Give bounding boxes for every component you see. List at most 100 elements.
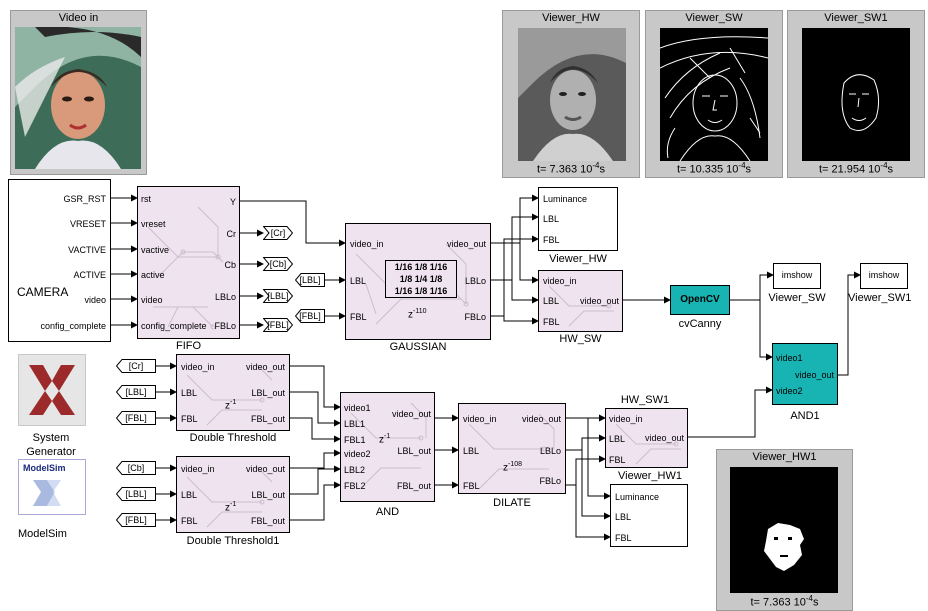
goto-tag-fbl[interactable]: [FBL] (263, 318, 293, 332)
portrait-color-image (15, 27, 141, 169)
viewer-hw-title: Viewer_HW (503, 12, 639, 24)
opencv-block[interactable]: OpenCV (670, 285, 730, 315)
hw-sw-block[interactable]: video_in LBL FBL video_out (538, 270, 623, 332)
dilate-label: DILATE (458, 497, 566, 509)
dt2-delay: z-1 (225, 501, 236, 513)
camera-port-config-complete: config_complete (40, 321, 106, 331)
viewer-sw-time: t= 10.335 10-4s (646, 161, 782, 176)
from-tag-lbl-dt1[interactable]: [LBL] (116, 385, 156, 399)
double-threshold1-label: Double Threshold1 (166, 535, 300, 547)
double-threshold-block[interactable]: video_in LBL FBL video_out LBL_out FBL_o… (176, 354, 290, 431)
and1-in-video1: video1 (776, 353, 803, 363)
camera-port-video: video (84, 295, 106, 305)
camera-port-vreset: VRESET (70, 219, 106, 229)
fifo-label: FIFO (137, 340, 240, 352)
viewer-hw1-port-fbl: FBL (615, 533, 632, 543)
and-in-lbl1: LBL1 (344, 419, 365, 429)
video-in-viewer: Video in (10, 10, 147, 175)
modelsim-icon-text: ModelSim (23, 463, 66, 473)
gaussian-out-lblo: LBLo (465, 276, 486, 286)
from-tag-fbl-dt2[interactable]: [FBL] (116, 513, 156, 527)
hw-sw1-in-lbl: LBL (609, 434, 625, 444)
hw-sw-in-fbl: FBL (543, 317, 560, 327)
dt2-out-video: video_out (246, 464, 285, 474)
dt2-in-lbl: LBL (181, 490, 197, 500)
gaussian-block[interactable]: video_in LBL FBL video_out LBLo FBLo 1/1… (345, 223, 491, 340)
imshow-sw-block[interactable]: imshow (773, 263, 821, 289)
modelsim-logo-icon (29, 476, 69, 510)
viewer-sw1-title: Viewer_SW1 (788, 12, 924, 24)
and1-out-video: video_out (795, 370, 834, 380)
opencv-text: OpenCV (671, 294, 729, 305)
goto-tag-cb[interactable]: [Cb] (263, 257, 293, 271)
xilinx-logo-icon (19, 355, 85, 425)
from-tag-cb[interactable]: [Cb] (116, 461, 156, 475)
dilate-delay: z-108 (503, 461, 522, 473)
modelsim-block[interactable]: ModelSim (18, 459, 86, 515)
viewer-hw1-port-luminance: Luminance (615, 492, 659, 502)
from-tag-fbl-dt1[interactable]: [FBL] (116, 411, 156, 425)
hw-sw-label: HW_SW (538, 333, 623, 345)
dilate-out-lblo: LBLo (540, 446, 561, 456)
viewer-hw1-title: Viewer_HW1 (717, 451, 852, 463)
imshow-sw1-label: Viewer_SW1 (848, 292, 928, 304)
fifo-block[interactable]: rst vreset vactive active video config_c… (137, 186, 240, 339)
and1-in-video2: video2 (776, 386, 803, 396)
dt1-out-lbl: LBL_out (251, 388, 285, 398)
dilate-in-fbl: FBL (463, 481, 480, 491)
system-generator-block[interactable] (18, 354, 86, 426)
dt2-in-fbl: FBL (181, 516, 198, 526)
and-in-video1: video1 (344, 403, 371, 413)
face-edge-image (802, 28, 910, 161)
dt2-in-video: video_in (181, 464, 215, 474)
viewer-hw-block[interactable]: Luminance LBL FBL (538, 187, 618, 251)
camera-port-gsr-rst: GSR_RST (63, 194, 106, 204)
dt2-out-fbl: FBL_out (251, 516, 285, 526)
gaussian-delay: z-110 (408, 308, 427, 320)
viewer-hw1-time: t= 7.363 10-4s (717, 594, 852, 609)
fifo-in-vreset: vreset (141, 219, 166, 229)
from-tag-lbl-dt2[interactable]: [LBL] (116, 487, 156, 501)
camera-port-active: ACTIVE (73, 270, 106, 280)
camera-block[interactable]: GSR_RST VRESET VACTIVE ACTIVE video conf… (8, 179, 111, 342)
viewer-sw-window: Viewer_SW t= 10.335 10-4s (645, 10, 783, 178)
dt2-out-lbl: LBL_out (251, 490, 285, 500)
from-tag-lbl[interactable]: [LBL] (295, 273, 325, 287)
dilate-block[interactable]: video_in LBL FBL video_out LBLo FBLo z-1… (458, 403, 566, 494)
goto-tag-cr[interactable]: [Cr] (263, 226, 293, 240)
hw-sw1-block[interactable]: video_in LBL FBL video_out (605, 408, 688, 468)
edge-map-image (660, 28, 768, 161)
dt1-out-fbl: FBL_out (251, 414, 285, 424)
from-tag-cr[interactable]: [Cr] (116, 359, 156, 373)
gaussian-in-video: video_in (350, 239, 384, 249)
fifo-in-config-complete: config_complete (141, 321, 207, 331)
fifo-out-lblo: LBLo (215, 292, 236, 302)
and-label: AND (340, 506, 435, 518)
fifo-in-rst: rst (141, 194, 151, 204)
viewer-hw-time: t= 7.363 10-4s (503, 161, 639, 176)
camera-port-vactive: VACTIVE (68, 245, 106, 255)
and-in-video2: video2 (344, 449, 371, 459)
gaussian-out-fblo: FBLo (464, 312, 486, 322)
gaussian-label: GAUSSIAN (345, 341, 491, 353)
hw-sw-in-lbl: LBL (543, 296, 559, 306)
and-in-lbl2: LBL2 (344, 465, 365, 475)
viewer-hw1-port-lbl: LBL (615, 512, 631, 522)
viewer-hw1-block[interactable]: Luminance LBL FBL (610, 484, 688, 547)
hw-sw1-in-fbl: FBL (609, 455, 626, 465)
dilate-out-video: video_out (522, 414, 561, 424)
dilate-in-lbl: LBL (463, 446, 479, 456)
imshow-sw1-block[interactable]: imshow (860, 263, 908, 289)
and-block[interactable]: video1 LBL1 FBL1 video2 LBL2 FBL2 video_… (340, 392, 435, 502)
double-threshold1-block[interactable]: video_in LBL FBL video_out LBL_out FBL_o… (176, 456, 290, 533)
from-tag-fbl[interactable]: [FBL] (295, 309, 325, 323)
fifo-in-active: active (141, 270, 165, 280)
dt1-out-video: video_out (246, 362, 285, 372)
grayscale-portrait-image (518, 28, 626, 161)
hw-sw1-out-video: video_out (645, 433, 684, 443)
and1-block[interactable]: video1 video2 video_out (772, 343, 838, 405)
goto-tag-lbl[interactable]: [LBL] (263, 289, 293, 303)
gaussian-kernel: 1/16 1/8 1/16 1/8 1/4 1/8 1/16 1/8 1/16 (385, 260, 457, 298)
and-in-fbl2: FBL2 (344, 481, 366, 491)
dt1-in-fbl: FBL (181, 414, 198, 424)
